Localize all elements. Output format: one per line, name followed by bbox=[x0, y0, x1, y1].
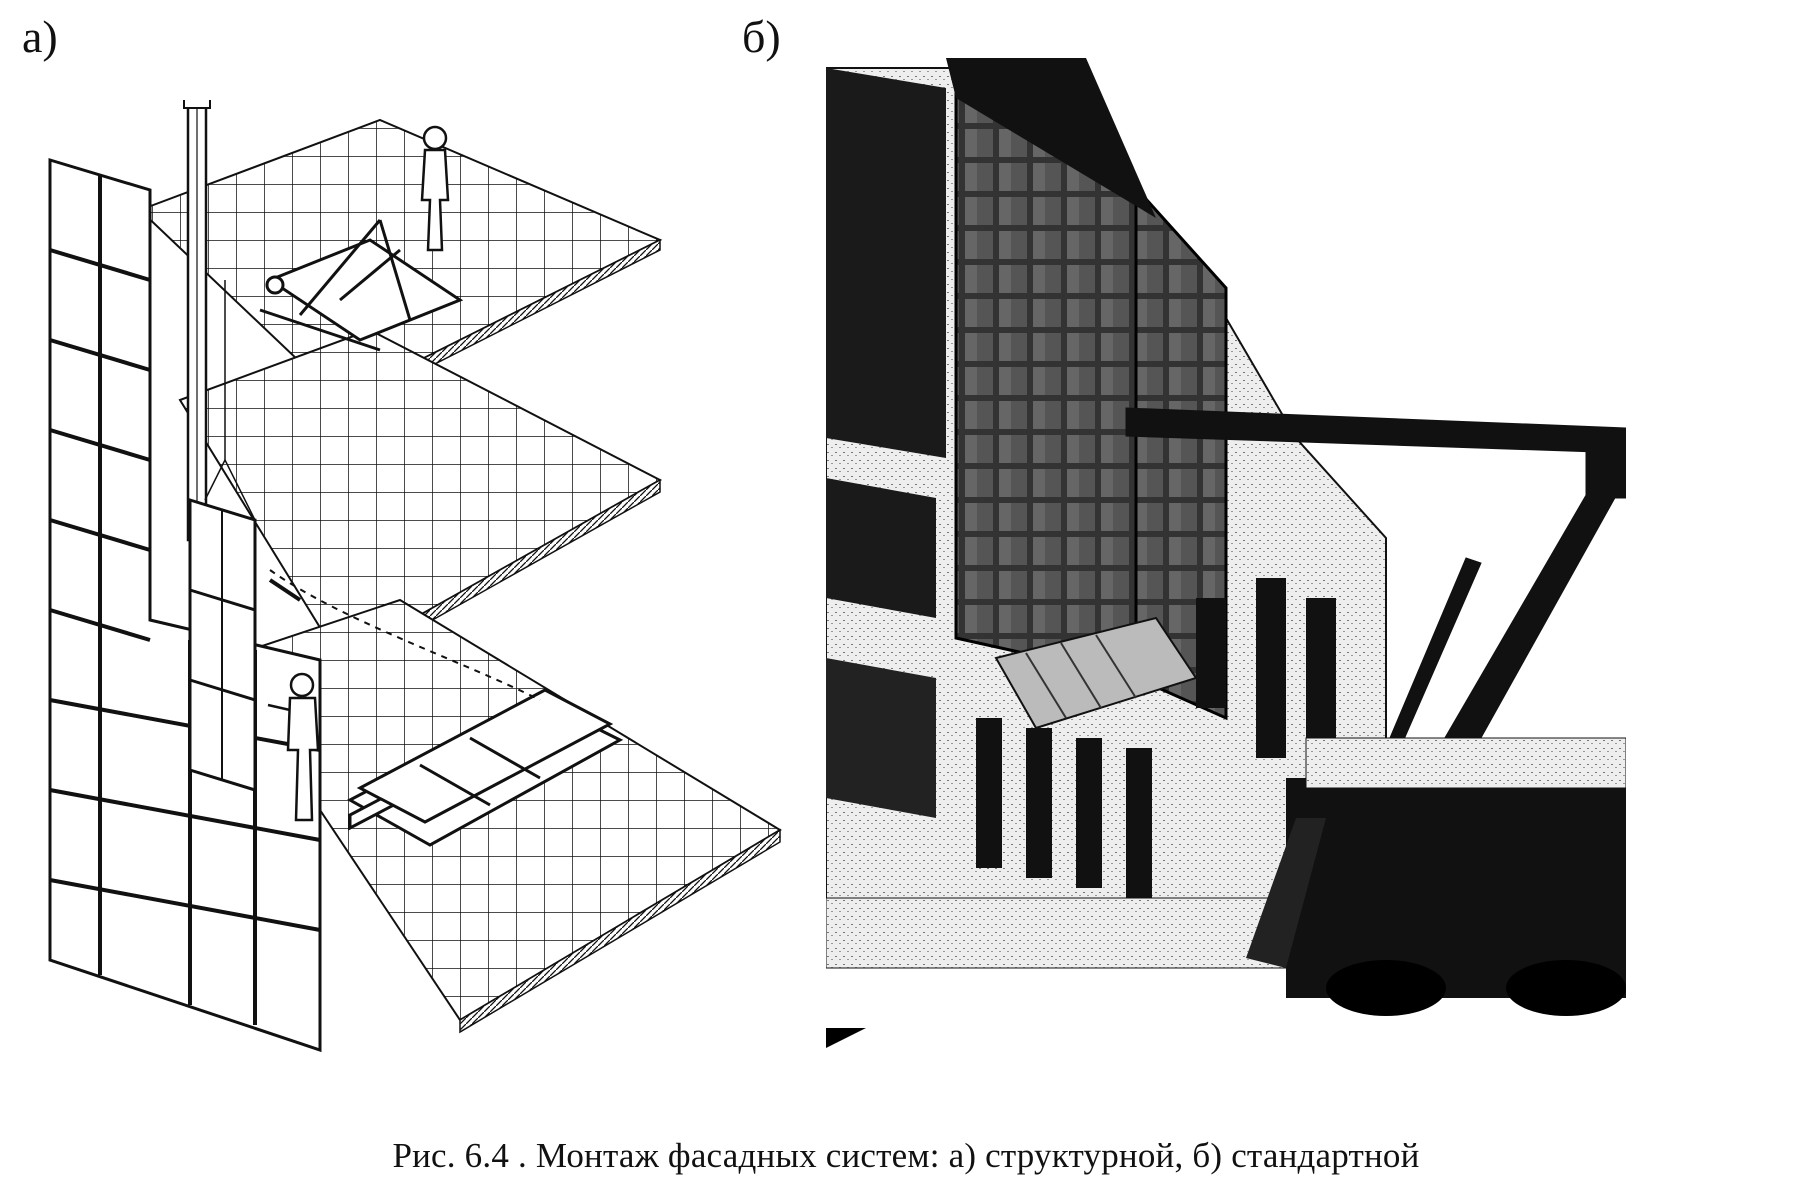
lifting-trajectory bbox=[269, 569, 541, 701]
figure-caption: Рис. 6.4 . Монтаж фасадных систем: а) ст… bbox=[392, 1136, 1420, 1175]
stacked-panels bbox=[346, 688, 624, 847]
panel-label-b: б) bbox=[742, 11, 781, 62]
structural-facade-drawing bbox=[48, 100, 782, 1053]
panel-label-a: а) bbox=[22, 11, 58, 62]
crane-truck bbox=[1246, 737, 1626, 1016]
scan-mark bbox=[826, 1028, 866, 1048]
standard-facade-photo bbox=[826, 58, 1626, 1053]
worker-bottom-figure bbox=[267, 672, 320, 822]
lifting-rig bbox=[259, 219, 464, 352]
hoisted-facade-panel bbox=[188, 280, 257, 793]
building-body bbox=[826, 58, 1387, 969]
vertical-mast bbox=[183, 100, 211, 542]
worker-top-figure bbox=[420, 125, 450, 252]
pointer-arrow bbox=[268, 578, 302, 602]
facade-grid-wall bbox=[48, 157, 322, 1053]
floor-slab-bottom bbox=[218, 598, 782, 1034]
